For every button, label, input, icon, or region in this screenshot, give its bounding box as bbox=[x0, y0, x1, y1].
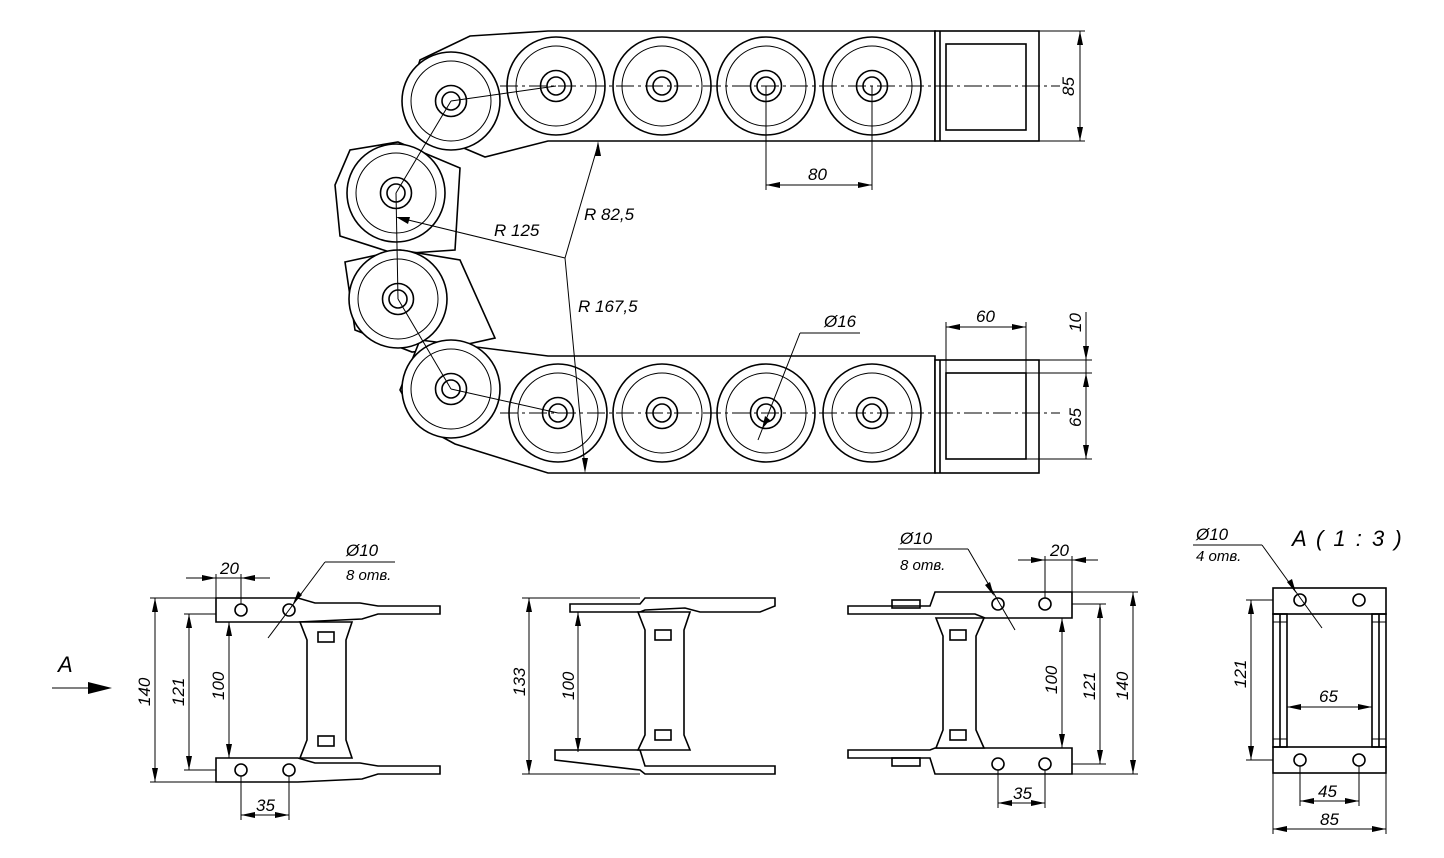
pitch-dim-label: 80 bbox=[808, 165, 827, 184]
va-dim-121: 121 bbox=[1231, 660, 1250, 688]
v1-dim-35: 35 bbox=[256, 796, 275, 815]
v3-dim-100: 100 bbox=[1042, 665, 1061, 694]
pin-diameter-leader: Ø16 bbox=[757, 312, 860, 441]
view-a: A ( 1 : 3 ) 121 65 45 85 bbox=[1193, 525, 1404, 834]
v3-dim-121: 121 bbox=[1080, 672, 1099, 700]
va-hole-diameter: Ø10 bbox=[1195, 525, 1229, 544]
view-a-title: A ( 1 : 3 ) bbox=[1290, 526, 1404, 551]
chain-main-view: R 82,5 R 125 R 167,5 80 85 bbox=[334, 30, 1092, 474]
pin-diameter-label: Ø16 bbox=[823, 312, 857, 331]
side-view-2: 133 100 bbox=[510, 597, 776, 775]
bracket-width-label: 60 bbox=[976, 307, 995, 326]
v1-dim-121: 121 bbox=[169, 678, 188, 706]
v1-hole-count: 8 отв. bbox=[346, 567, 391, 584]
bracket-width-dimension: 60 bbox=[945, 307, 1027, 373]
side-view-3: 140 121 100 20 35 Ø10 8 отв. bbox=[847, 529, 1138, 808]
va-hole-count: 4 отв. bbox=[1196, 548, 1241, 565]
va-dim-45: 45 bbox=[1318, 782, 1337, 801]
radius-mid-label: R 125 bbox=[494, 221, 540, 240]
va-dim-85: 85 bbox=[1320, 810, 1339, 829]
side-view-1: 140 121 100 20 35 Ø10 8 отв. A bbox=[52, 541, 441, 820]
v2-dim-133: 133 bbox=[510, 667, 529, 696]
v3-hole-count: 8 отв. bbox=[900, 557, 945, 574]
v1-dim-140: 140 bbox=[135, 677, 154, 706]
bottom-end-bracket bbox=[934, 359, 1040, 474]
v3-hole-diameter: Ø10 bbox=[899, 529, 933, 548]
v1-dim-20: 20 bbox=[219, 559, 239, 578]
v1-hole-diameter: Ø10 bbox=[345, 541, 379, 560]
v2-dim-100: 100 bbox=[559, 671, 578, 700]
v3-dim-140: 140 bbox=[1113, 671, 1132, 700]
top-height-label: 85 bbox=[1059, 77, 1078, 96]
v1-dim-100: 100 bbox=[209, 671, 228, 700]
top-height-dimension: 85 bbox=[1039, 30, 1085, 142]
radius-dimensions: R 82,5 R 125 R 167,5 bbox=[396, 141, 638, 473]
chain-axis-lines bbox=[395, 85, 1060, 414]
v3-dim-20: 20 bbox=[1049, 541, 1069, 560]
bracket-height-dimensions: 10 65 bbox=[1026, 312, 1092, 460]
view-arrow-label: A bbox=[56, 652, 75, 677]
v3-dim-35: 35 bbox=[1013, 784, 1032, 803]
offset-label: 10 bbox=[1066, 313, 1085, 332]
inner-height-label: 65 bbox=[1066, 408, 1085, 427]
radius-inner-label: R 82,5 bbox=[584, 205, 635, 224]
radius-outer-label: R 167,5 bbox=[578, 297, 638, 316]
pitch-dimension: 80 bbox=[765, 86, 873, 190]
va-dim-65: 65 bbox=[1319, 687, 1338, 706]
